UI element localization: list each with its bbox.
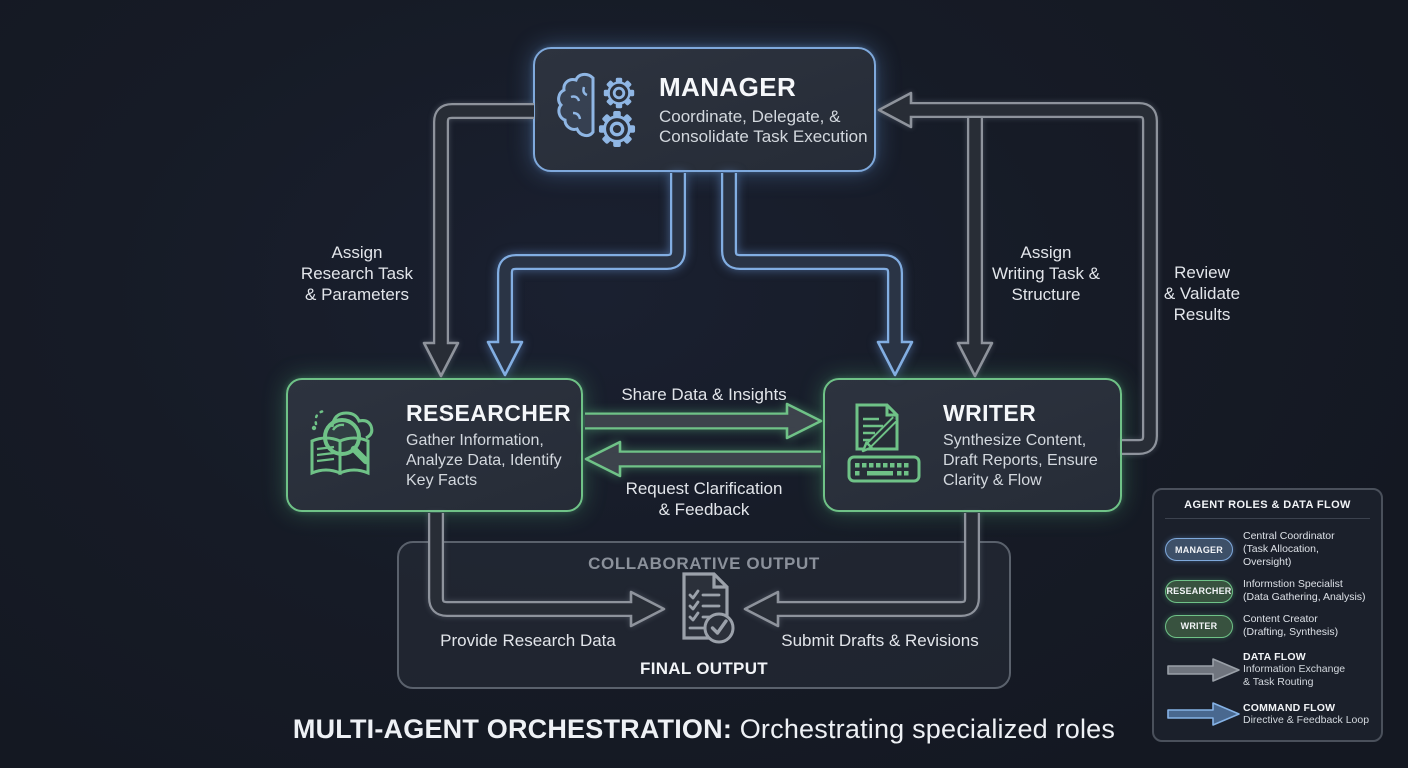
label-provide-research-data: Provide Research Data: [440, 631, 616, 650]
brain-gears-icon: [557, 72, 636, 147]
arrow-command-right: [721, 173, 914, 377]
legend-divider: [1165, 518, 1370, 519]
researcher-desc: Gather Information, Analyze Data, Identi…: [406, 431, 562, 489]
page-title-regular: Orchestrating specialized roles: [739, 714, 1116, 744]
command-flow-arrow-icon: [1167, 702, 1240, 726]
manager-badge: MANAGER: [1165, 538, 1233, 561]
researcher-badge: RESEARCHER: [1165, 579, 1233, 603]
label-share-data: Share Data & Insights: [621, 385, 787, 404]
researcher-node: RESEARCHER Gather Information, Analyze D…: [286, 378, 583, 512]
document-pen-keyboard-icon: [847, 403, 921, 483]
manager-title: MANAGER: [659, 72, 797, 102]
legend-row-data-flow: DATA FLOW Information Exchange& Task Rou…: [1165, 651, 1370, 689]
arrow-request-clarification: [584, 440, 821, 478]
page-title: MULTI-AGENT ORCHESTRATION: Orchestrating…: [0, 714, 1408, 745]
arrow-share-data: [585, 402, 823, 440]
writer-title: WRITER: [943, 399, 1037, 426]
legend-row-manager: MANAGER Central Coordinator(Task Allocat…: [1165, 530, 1370, 569]
page-title-bold: MULTI-AGENT ORCHESTRATION:: [292, 714, 733, 744]
writer-node: WRITER Synthesize Content, Draft Reports…: [823, 378, 1122, 512]
writer-badge: WRITER: [1165, 614, 1233, 638]
collaborative-output-header: COLLABORATIVE OUTPUT: [588, 554, 820, 573]
researcher-title: RESEARCHER: [406, 399, 572, 426]
manager-desc: Coordinate, Delegate, & Consolidate Task…: [659, 107, 868, 146]
legend-header: AGENT ROLES & DATA FLOW: [1184, 499, 1351, 511]
legend-panel: AGENT ROLES & DATA FLOW MANAGER Central …: [1152, 488, 1383, 742]
legend-row-writer: WRITER Content Creator(Drafting, Synthes…: [1165, 613, 1370, 639]
data-flow-arrow-icon: [1167, 658, 1240, 682]
writer-desc: Synthesize Content, Draft Reports, Ensur…: [943, 431, 1098, 489]
final-output-label: FINAL OUTPUT: [640, 659, 768, 678]
label-request-clarification: Request Clarification& Feedback: [625, 479, 783, 519]
label-submit-drafts: Submit Drafts & Revisions: [781, 631, 979, 650]
legend-row-command-flow: COMMAND FLOW Directive & Feedback Loop: [1165, 701, 1370, 727]
book-magnifier-icon: [310, 409, 374, 476]
legend-row-researcher: RESEARCHER Informstion Specialist(Data G…: [1165, 578, 1366, 603]
manager-node: MANAGER Coordinate, Delegate, & Consolid…: [533, 47, 876, 172]
final-output-document-icon: [682, 572, 735, 644]
arrow-command-left: [486, 173, 686, 377]
